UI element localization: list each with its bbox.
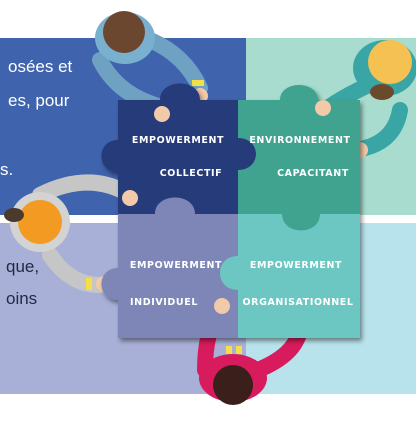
hand-icon <box>154 106 170 122</box>
text-fragment-1: osées et <box>8 57 73 76</box>
text-fragment-2: es, pour <box>8 91 70 110</box>
hand-icon <box>315 100 331 116</box>
label-collectif-line2: COLLECTIF <box>160 168 223 179</box>
puzzle-piece-organisationnel <box>220 214 360 338</box>
puzzle-piece-individuel <box>101 197 238 338</box>
label-environnement-line1: ENVIRONNEMENT <box>249 135 350 146</box>
text-fragment-5: oins <box>6 289 38 308</box>
hand-icon <box>214 298 230 314</box>
label-organisationnel-line1: EMPOWERMENT <box>250 260 342 271</box>
label-environnement-line2: CAPACITANT <box>277 168 349 179</box>
label-individuel-line1: EMPOWERMENT <box>130 260 222 271</box>
text-fragment-4: que, <box>6 257 40 276</box>
hand-icon <box>122 190 138 206</box>
label-organisationnel-line2: ORGANISATIONNEL <box>242 297 353 308</box>
label-collectif-line1: EMPOWERMENT <box>132 135 224 146</box>
puzzle-piece-collectif <box>101 83 256 214</box>
text-fragment-3: s. <box>0 160 14 179</box>
puzzle-piece-environnement <box>238 85 360 231</box>
label-individuel-line2: INDIVIDUEL <box>130 297 198 308</box>
